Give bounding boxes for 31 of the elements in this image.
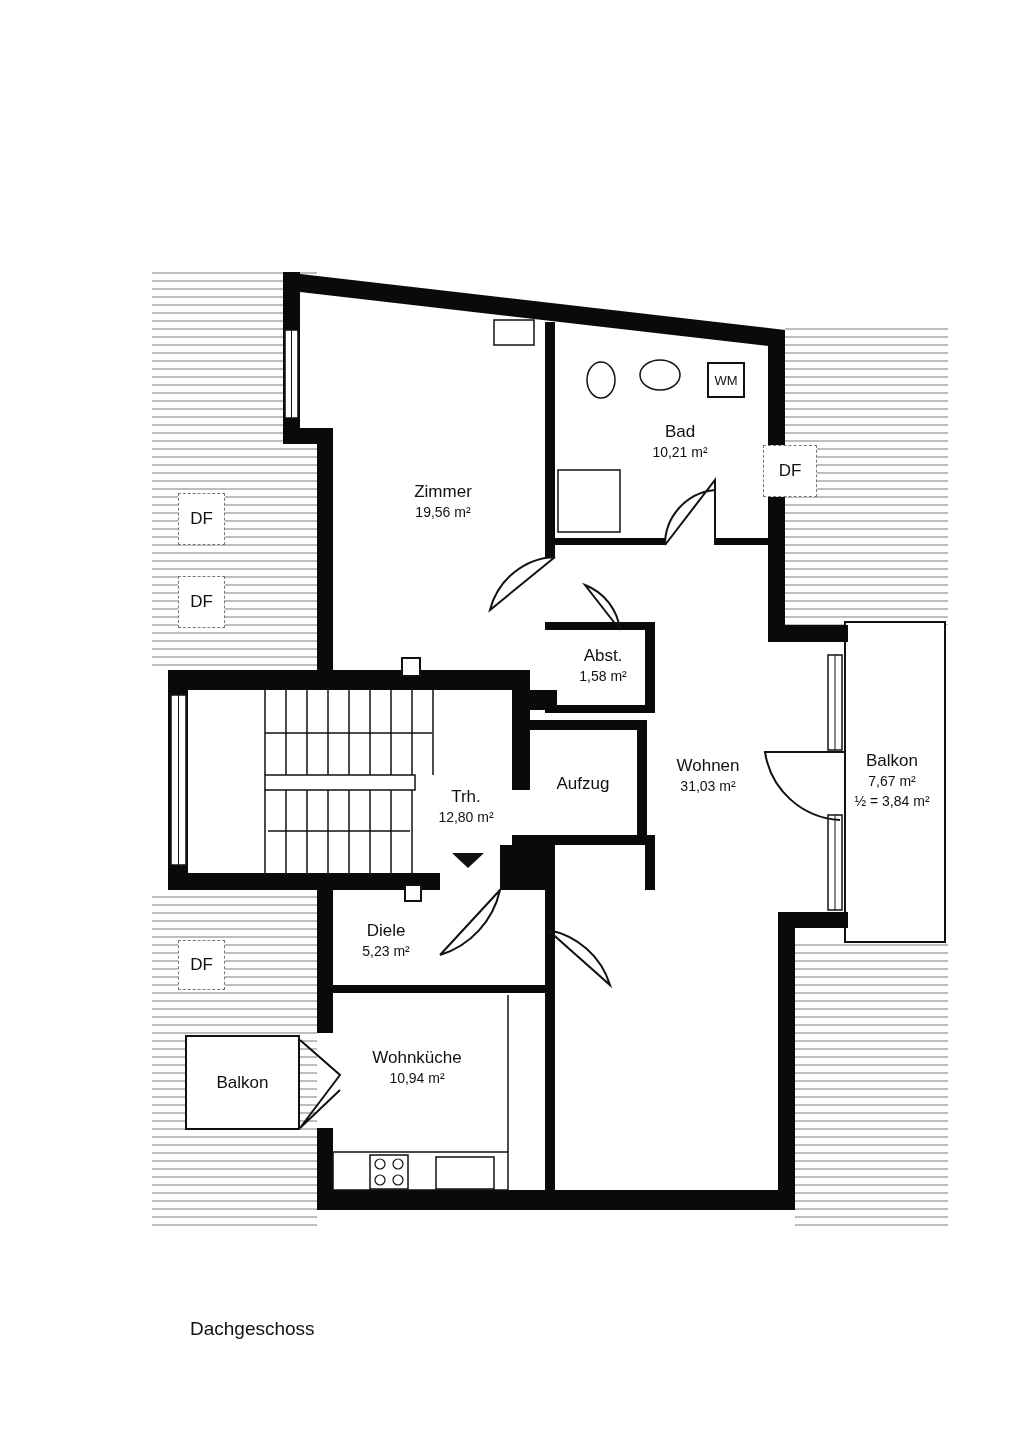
room-name: Wohnküche xyxy=(372,1048,462,1068)
skylight-box xyxy=(763,445,817,497)
floor-caption: Dachgeschoss xyxy=(190,1318,315,1340)
room-name: Zimmer xyxy=(414,482,472,502)
room-area: 1,58 m² xyxy=(579,666,627,686)
room-area: 10,94 m² xyxy=(372,1068,462,1088)
box-label: DF xyxy=(190,509,213,529)
room-area: 5,23 m² xyxy=(362,941,410,961)
room-name: Trh. xyxy=(450,787,482,807)
skylight-box xyxy=(178,576,225,628)
room-area: ½ = 3,84 m² xyxy=(854,791,930,811)
room-name: Abst. xyxy=(582,646,624,666)
room-area: 7,67 m² xyxy=(854,771,930,791)
room-name: Aufzug xyxy=(556,774,610,794)
room-name: Diele xyxy=(365,921,407,941)
box-label: Balkon xyxy=(216,1072,269,1093)
room-name: Wohnen xyxy=(676,756,740,776)
skylight-box xyxy=(178,493,225,545)
room-area: 12,80 m² xyxy=(438,807,494,827)
box-label: DF xyxy=(778,461,802,481)
room-name: Balkon xyxy=(865,751,919,771)
room-name: Bad xyxy=(663,422,697,442)
balcony-box xyxy=(185,1035,300,1130)
skylight-box xyxy=(178,940,225,990)
washing-machine-box xyxy=(707,362,745,398)
box-label: WM xyxy=(714,372,738,388)
box-label: DF xyxy=(190,592,213,612)
box-label: DF xyxy=(190,955,213,975)
room-area: 10,21 m² xyxy=(652,442,708,462)
room-area: 31,03 m² xyxy=(676,776,740,796)
room-area: 19,56 m² xyxy=(414,502,472,522)
